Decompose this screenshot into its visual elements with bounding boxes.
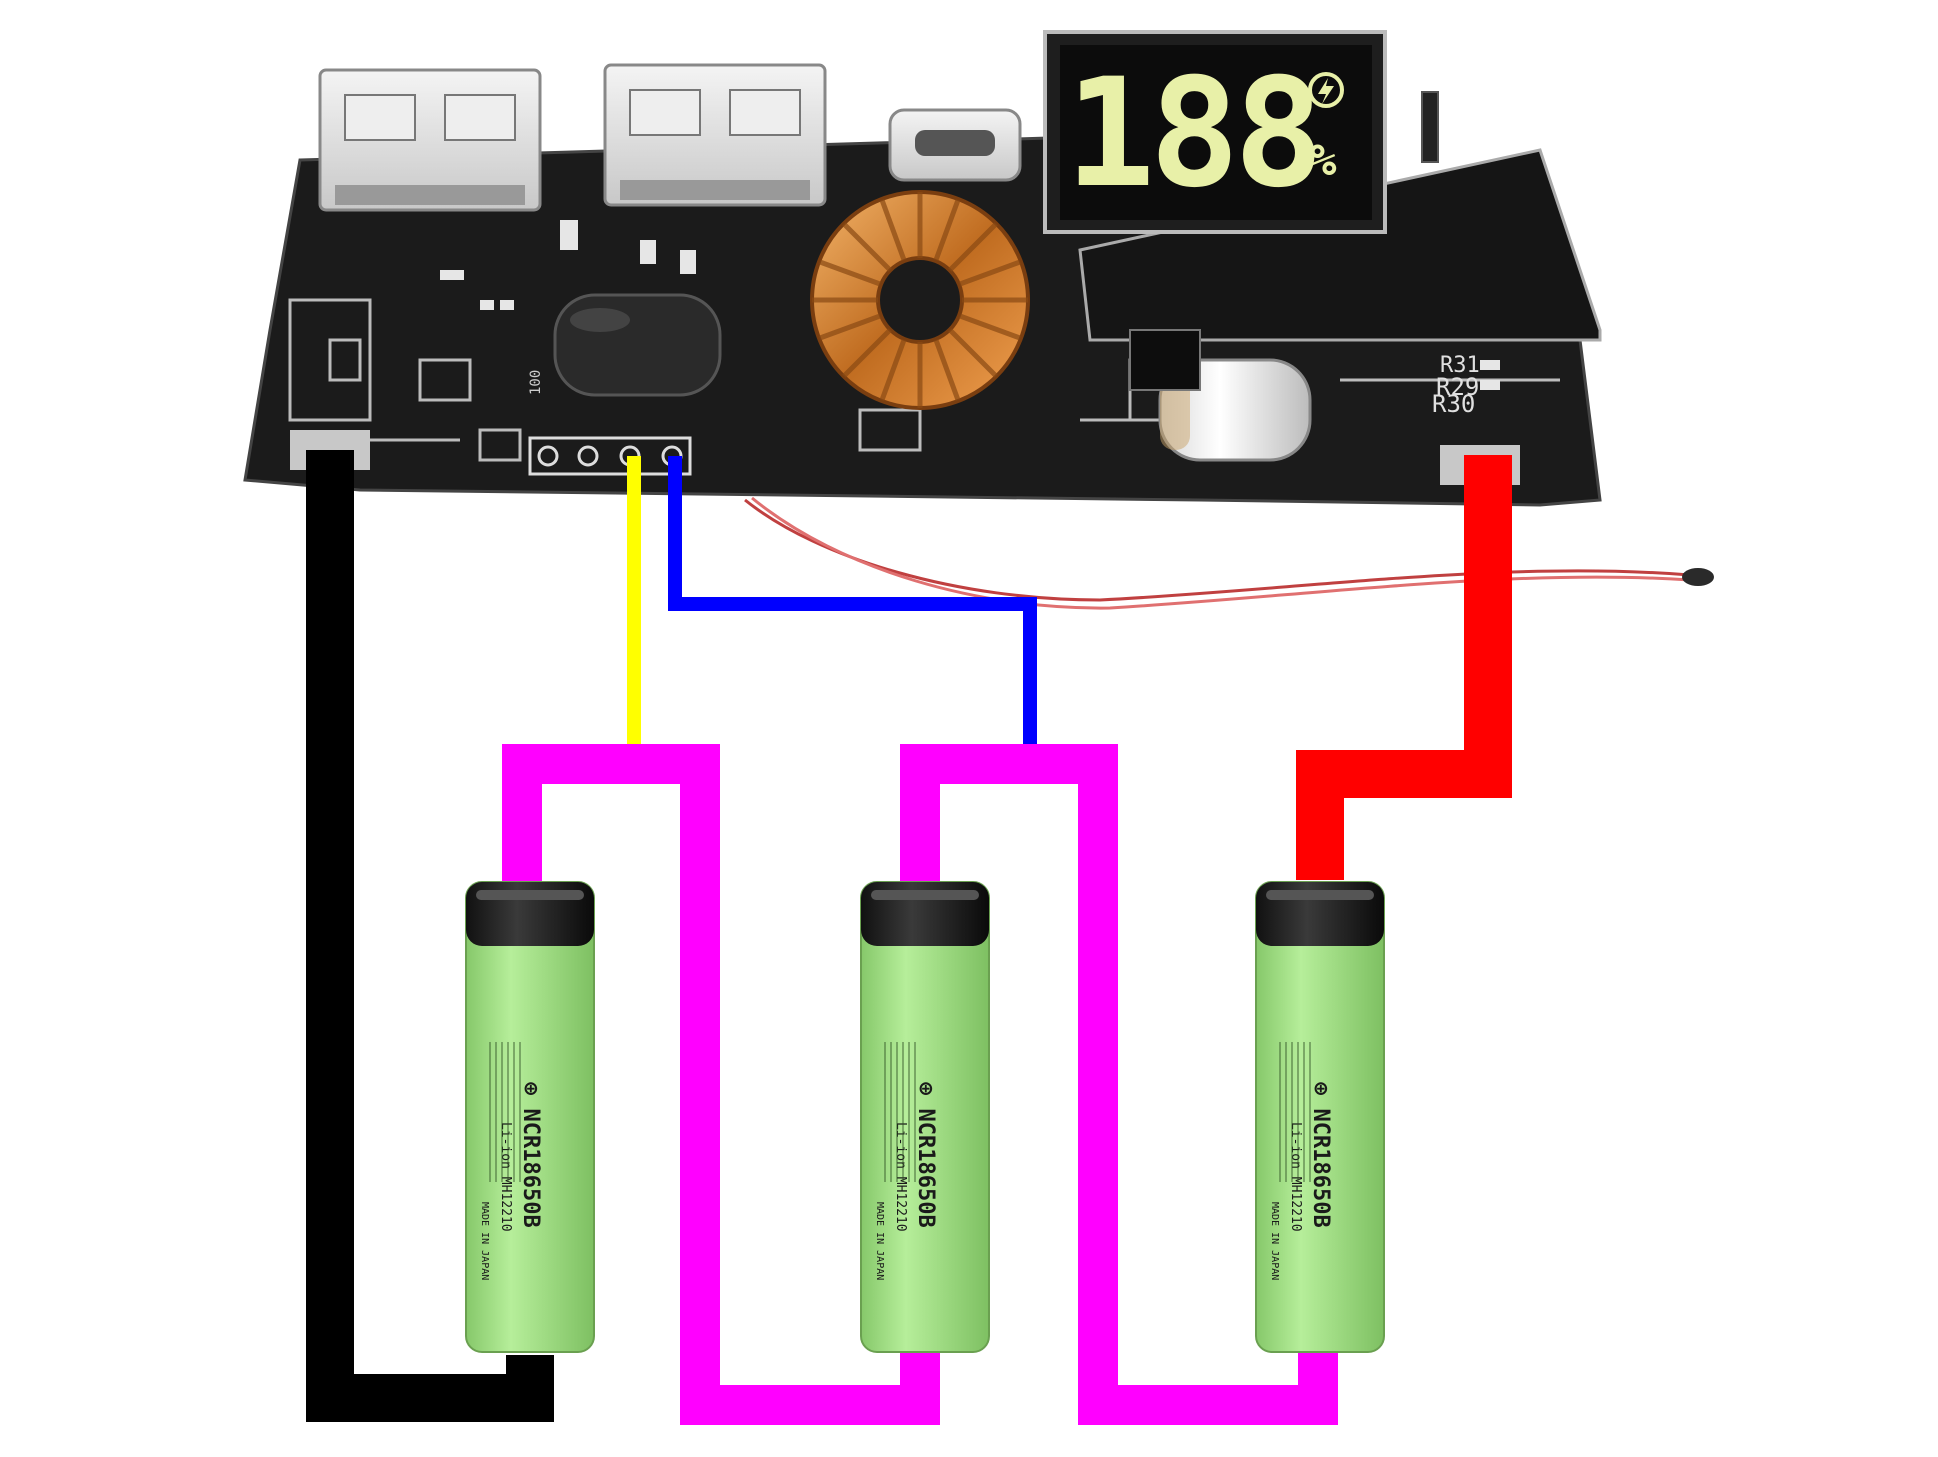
usb-c-port [888,108,1022,182]
battery-chemistry: Li-ion MH12210 [1288,1122,1303,1232]
label-inductor-code: 100 [528,370,544,395]
silkscreen-lines [288,298,1560,462]
series-link-wires [502,744,1338,1425]
battery-chemistry: Li-ion MH12210 [893,1122,908,1232]
battery-terminal-rim [871,890,979,900]
ic-chip [1129,329,1201,391]
usb-port-right [603,63,827,207]
display-module: 188 % [1043,30,1602,342]
battery-terminal-rim [476,890,584,900]
thermistor-bead [1682,568,1714,586]
label-r30: R30 [1432,390,1475,418]
label-r31: R31 [1440,353,1480,378]
battery-model: ⊕ NCR18650B [913,1082,938,1228]
display-digits: 188 [1065,47,1318,221]
lightning-icon [1308,72,1344,108]
battery-terminal-rim [1266,890,1374,900]
black-inductor [553,293,722,397]
display-carrier-board [1078,148,1602,342]
battery-country: MADE IN JAPAN [874,1202,885,1280]
battery-model: ⊕ NCR18650B [1308,1082,1333,1228]
label-r29: R29 [1436,373,1479,401]
battery-country: MADE IN JAPAN [1269,1202,1280,1280]
negative-wire [306,450,554,1422]
antenna-post [1421,91,1439,163]
display-percent: % [1310,135,1337,186]
smd-components [440,220,1500,390]
battery-country: MADE IN JAPAN [479,1202,490,1280]
battery-chemistry: Li-ion MH12210 [498,1122,513,1232]
thermistor-lead [744,496,1691,610]
battery-model: ⊕ NCR18650B [518,1082,543,1228]
pcb-board: 188 % R31 R29 R30 100 [243,30,1602,507]
usb-port-left [318,68,542,212]
positive-wire [1296,455,1512,880]
toroid-coil [810,190,1030,410]
balance-wire-blue [668,456,1037,752]
